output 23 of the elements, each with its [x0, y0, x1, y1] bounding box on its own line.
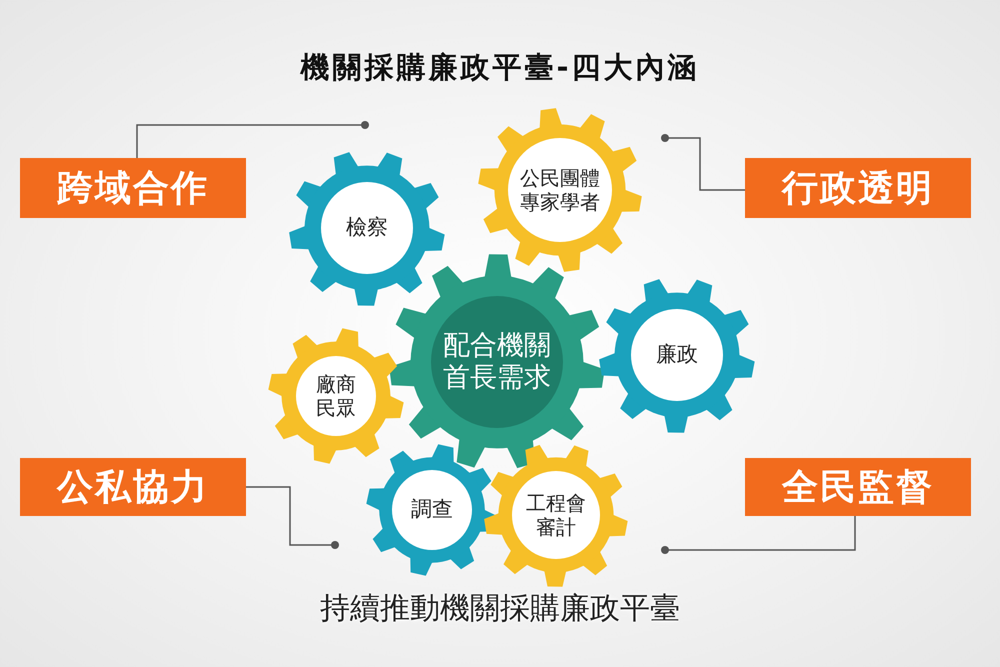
label-box: 公私協力 — [20, 458, 246, 516]
label-box: 跨域合作 — [20, 158, 246, 218]
gear-label: 廉政 — [655, 342, 699, 368]
gear — [289, 150, 445, 306]
label-box: 行政透明 — [745, 158, 971, 218]
gear — [484, 443, 628, 587]
gear-label: 廠商民眾 — [315, 372, 357, 420]
gear-label: 檢察 — [345, 215, 389, 241]
gear-label: 工程會審計 — [525, 491, 587, 539]
gear-label: 調查 — [410, 497, 454, 523]
gear — [599, 277, 755, 433]
gear-label: 公民團體專家學者 — [519, 166, 601, 214]
gear — [389, 254, 605, 470]
gear-label: 配合機關首長需求 — [442, 330, 552, 394]
label-box: 全民監督 — [745, 458, 971, 516]
leader-line — [136, 121, 369, 158]
gear — [478, 108, 642, 272]
leader-line — [661, 134, 745, 191]
caption: 持續推動機關採購廉政平臺 — [319, 590, 681, 628]
leader-line — [661, 516, 856, 554]
gear — [268, 328, 404, 464]
leader-line — [246, 486, 339, 549]
title: 機關採購廉政平臺-四大內涵 — [299, 49, 701, 86]
